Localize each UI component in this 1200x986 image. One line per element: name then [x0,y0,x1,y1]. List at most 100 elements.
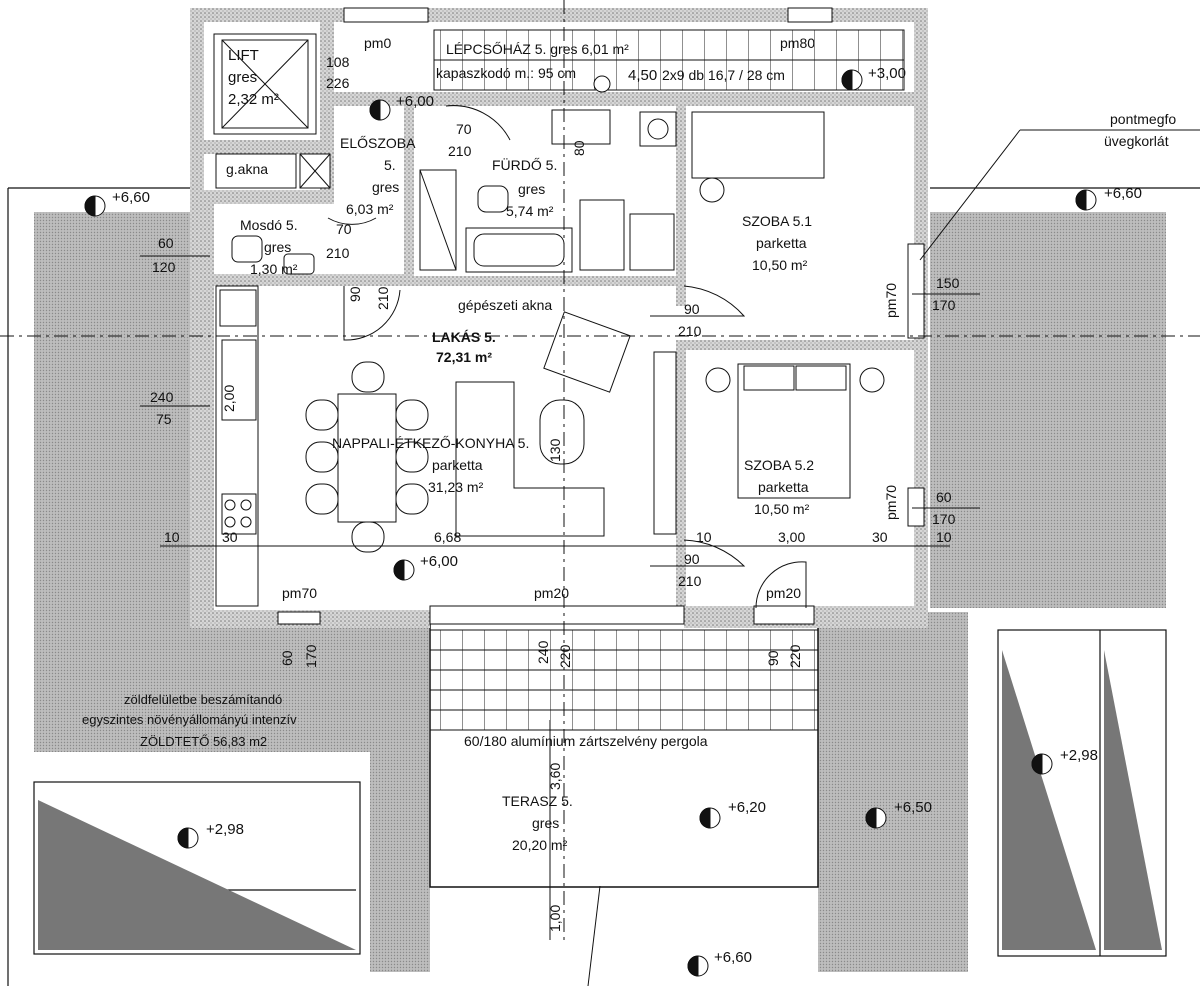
level-stair-low: +3,00 [868,65,906,82]
zoldteto-line1: zöldfelületbe beszámítandó [124,692,282,707]
mosdo-area: 1,30 m² [250,261,298,277]
level-bottom: +6,60 [714,949,752,966]
level-left: +6,60 [112,189,150,206]
dimension-labels: pm0 pm80 70 210 70 210 60 120 90 210 150… [150,35,960,932]
zoldteto-line3: ZÖLDTETŐ 56,83 m2 [140,734,267,749]
level-roof-right: +2,98 [1060,747,1098,764]
dim-pm20-vert: 2,00 [221,385,237,412]
eloszoba-num: 5. [384,157,396,173]
green-roof [34,212,1166,972]
room-labels: LIFT gres 2,32 m² 108 226 LÉPCSŐHÁZ 5. g… [82,41,1176,853]
stair-title: LÉPCSŐHÁZ 5. gres 6,01 m² [446,41,629,57]
eloszoba-floor: gres [372,179,399,195]
gakna-box [215,153,331,189]
lift-shaft [213,33,317,135]
sofa [455,311,677,537]
dim-30a: 30 [222,529,238,545]
gakna-label: g.akna [226,161,268,177]
terasz-floor: gres [532,815,559,831]
walls [190,8,928,628]
mosdo-name: Mosdó 5. [240,217,298,233]
dim-pm70-bed1: pm70 [883,283,899,318]
dim-170-vert: 170 [303,644,319,668]
dim-80: 80 [571,140,587,156]
dim-door-h4: 210 [678,573,702,589]
dim-60-vert: 60 [279,650,295,666]
furdo-name: FÜRDŐ 5. [492,156,557,173]
kitchen-counter [215,285,259,607]
dim-668: 6,68 [434,529,461,545]
pergola-label: 60/180 alumínium zártszelvény pergola [464,733,708,749]
level-markers [84,69,1097,977]
dim-220-vert-b: 220 [787,644,803,668]
dim-door-w4: 90 [684,551,700,567]
dining-table [305,361,429,553]
dim-pm0: pm0 [364,35,391,51]
dim-pm70-kitchen: pm70 [282,585,317,601]
windows [277,7,925,625]
nappali-area: 31,23 m² [428,479,484,495]
dim-door-h1: 210 [448,143,472,159]
dim-30b: 30 [872,529,888,545]
lift-area: 2,32 m² [228,91,279,108]
dim-win-w4: 60 [936,489,952,505]
dim-win-w2: 150 [936,275,960,291]
terasz-area: 20,20 m² [512,837,568,853]
dim-pm80: pm80 [780,35,815,51]
dim-win-h2: 170 [932,297,956,313]
dim-10b: 10 [696,529,712,545]
level-right: +6,60 [1104,185,1142,202]
dim-win-h1: 120 [152,259,176,275]
dim-door-w2: 70 [336,221,352,237]
level-roof-left: +2,98 [206,821,244,838]
mosdo-floor: gres [264,239,291,255]
lift-name: LIFT [228,47,259,64]
lakas-area: 72,31 m² [436,349,492,365]
dim-win-h3: 75 [156,411,172,427]
bathroom-fixtures [231,109,677,275]
level-living: +6,00 [420,553,458,570]
dim-300: 3,00 [778,529,805,545]
axis-lines [0,0,1200,940]
level-stair-mid: 4,50 [628,67,657,84]
szoba2-area: 10,50 m² [754,501,810,517]
dim-win-h4: 170 [932,511,956,527]
lakas-name: LAKÁS 5. [432,329,496,345]
eloszoba-area: 6,03 m² [346,201,394,217]
dim-220-vert-a: 220 [557,644,573,668]
dim-pm20-bed: pm20 [766,585,801,601]
dimension-lines [140,129,1200,986]
dim-130: 130 [547,438,563,462]
bed [691,111,885,499]
dim-10c: 10 [936,529,952,545]
dim-pm70-bed2: pm70 [883,485,899,520]
dim-90-vert-b: 90 [765,650,781,666]
dim-90-vert: 90 [347,286,363,302]
dim-door-h2: 210 [326,245,350,261]
szoba1-area: 10,50 m² [752,257,808,273]
level-terrace: +6,20 [728,799,766,816]
dim-door-w3: 90 [684,301,700,317]
szoba2-floor: parketta [758,479,809,495]
dim-10a: 10 [164,529,180,545]
dim-win-w3: 240 [150,389,174,405]
staircase [433,29,905,91]
level-entry: +6,00 [396,93,434,110]
stair-rail: kapaszkodó m.: 95 cm [436,65,576,81]
szoba1-floor: parketta [756,235,807,251]
dim-100: 1,00 [547,905,563,932]
pontmeg-line2: üvegkorlát [1104,133,1169,149]
door-swings [327,105,807,609]
dim-360: 3,60 [547,763,563,790]
dim-win-w1: 60 [158,235,174,251]
dim-240-vert: 240 [535,640,551,664]
dim-door-w1: 70 [456,121,472,137]
dim-pm20-living: pm20 [534,585,569,601]
gepeszeti-label: gépészeti akna [458,297,552,313]
furdo-floor: gres [518,181,545,197]
level-labels: +6,60 +6,60 +6,60 +6,00 +6,00 4,50 +3,00… [112,65,1142,966]
nappali-floor: parketta [432,457,483,473]
dim-door-h3: 210 [678,323,702,339]
lift-door-height: 226 [326,75,350,91]
